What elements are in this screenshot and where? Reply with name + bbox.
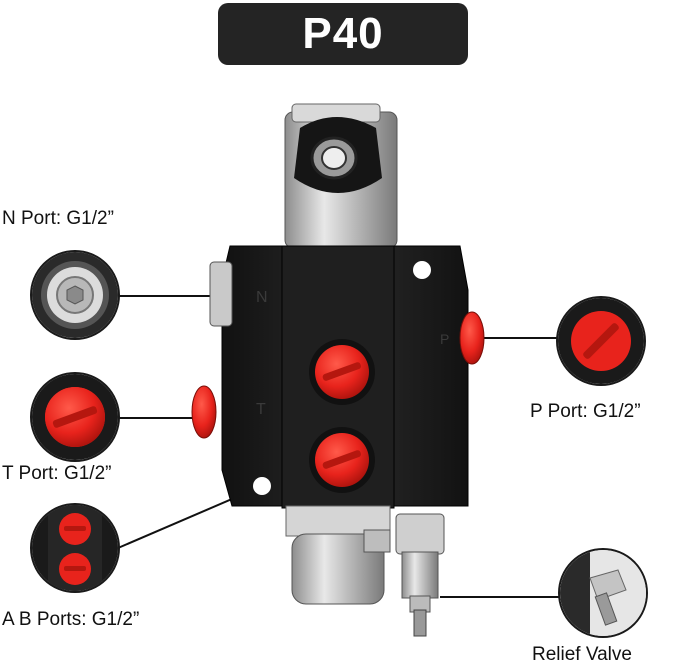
relief-valve-icon	[560, 550, 646, 636]
t-port-label: T Port: G1/2”	[2, 463, 112, 484]
p-port-callout	[556, 296, 646, 386]
red-plug-icon	[558, 298, 644, 384]
spool-housing-top	[284, 103, 398, 249]
body-mark-n: N	[256, 289, 268, 306]
title-badge: P40	[218, 3, 468, 65]
n-port-label: N Port: G1/2”	[2, 208, 114, 229]
p-port-label: P Port: G1/2”	[530, 401, 641, 422]
relief-valve-callout	[558, 548, 648, 638]
relief-valve-label: Relief Valve	[532, 644, 632, 665]
body-mark-t: T	[256, 401, 266, 418]
body-mark-p: P	[440, 331, 449, 347]
plug-t-side	[191, 385, 217, 439]
product-title: P40	[302, 9, 384, 58]
red-plug-icon	[32, 374, 118, 460]
n-port-fitting-icon	[32, 252, 118, 338]
n-port-callout	[30, 250, 120, 340]
ab-ports-label: A B Ports: G1/2”	[2, 609, 140, 630]
ab-ports-callout	[30, 503, 120, 593]
ab-plugs-icon	[32, 505, 118, 591]
plug-p-side	[459, 311, 485, 365]
spool-housing-bottom	[285, 505, 391, 605]
plug-a	[309, 339, 375, 405]
relief-valve-cartridge	[395, 513, 445, 637]
plug-b	[309, 427, 375, 493]
t-port-callout	[30, 372, 120, 462]
